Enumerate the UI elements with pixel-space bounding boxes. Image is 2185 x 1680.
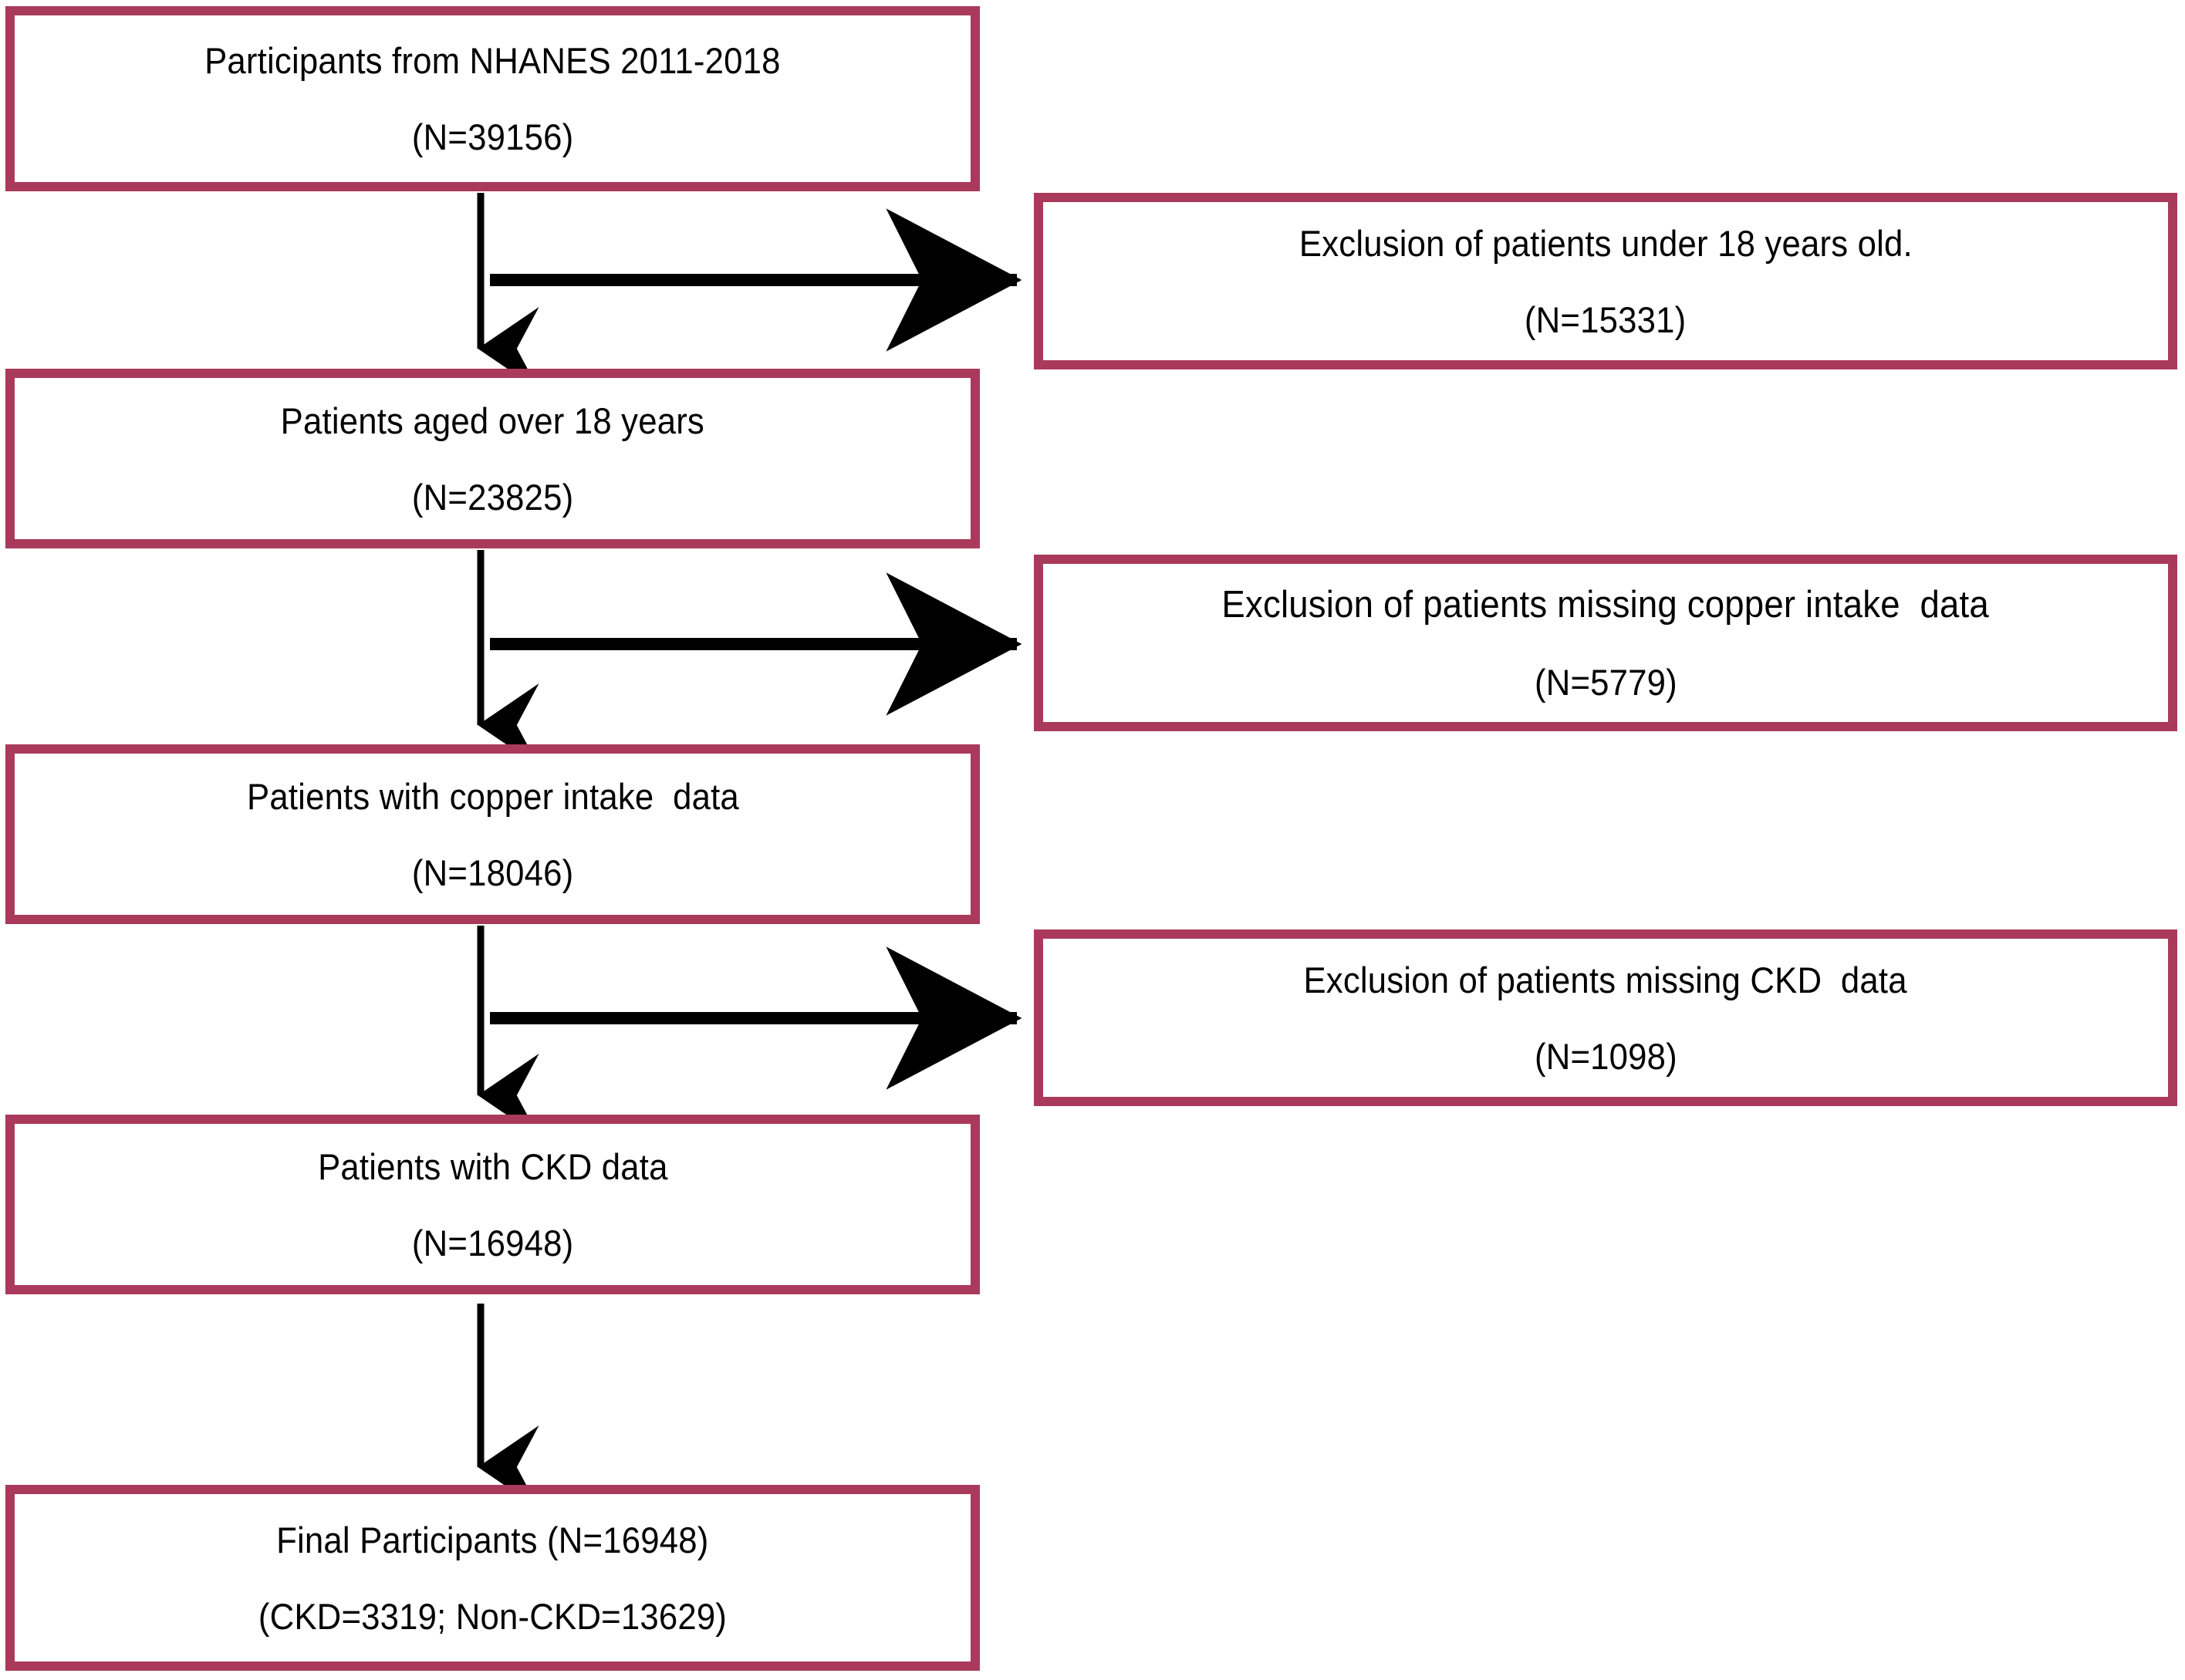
node-ckd-line1: Patients with CKD data: [317, 1145, 668, 1187]
node-patients-with-copper-intake: Patients with copper intake data (N=1804…: [5, 744, 980, 924]
node-patients-over-18: Patients aged over 18 years (N=23825): [5, 369, 980, 548]
node-participants-source: Participants from NHANES 2011-2018 (N=39…: [5, 6, 980, 191]
node-copper-line2: (N=18046): [411, 852, 574, 893]
node-source-line1: Participants from NHANES 2011-2018: [204, 40, 781, 81]
node-adults-line1: Patients aged over 18 years: [280, 400, 705, 441]
node-exclusion-age-line1: Exclusion of patients under 18 years old…: [1299, 222, 1913, 264]
node-copper-line1: Patients with copper intake data: [246, 775, 739, 817]
node-exclusion-copper-line2: (N=5779): [1534, 661, 1677, 703]
node-patients-with-ckd-data: Patients with CKD data (N=16948): [5, 1115, 980, 1294]
node-exclusion-age-line2: (N=15331): [1525, 299, 1687, 340]
node-final-participants: Final Participants (N=16948) (CKD=3319; …: [5, 1485, 980, 1671]
node-adults-line2: (N=23825): [411, 476, 574, 518]
node-ckd-line2: (N=16948): [411, 1222, 574, 1263]
node-final-line1: Final Participants (N=16948): [276, 1519, 709, 1560]
node-exclusion-ckd-line2: (N=1098): [1534, 1035, 1677, 1077]
node-exclusion-copper-line1: Exclusion of patients missing copper int…: [1221, 583, 1990, 626]
node-final-line2: (CKD=3319; Non-CKD=13629): [258, 1595, 728, 1637]
node-exclusion-under-18: Exclusion of patients under 18 years old…: [1034, 193, 2177, 369]
node-exclusion-missing-copper-intake: Exclusion of patients missing copper int…: [1034, 555, 2177, 731]
node-exclusion-missing-ckd-data: Exclusion of patients missing CKD data (…: [1034, 929, 2177, 1106]
node-source-line2: (N=39156): [411, 116, 574, 157]
node-exclusion-ckd-line1: Exclusion of patients missing CKD data: [1303, 959, 1908, 1000]
